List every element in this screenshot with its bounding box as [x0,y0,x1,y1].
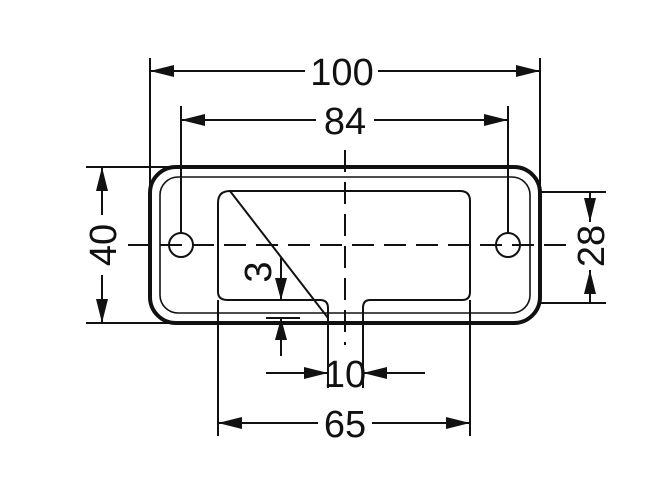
dimension-84: 84 [181,101,508,143]
dimension-100: 100 [150,52,540,94]
dimension-label-65: 65 [324,404,366,446]
dimension-label-84: 84 [324,101,366,143]
dimension-label-28: 28 [571,225,613,267]
dimension-65: 65 [218,404,470,446]
dimension-3: 3 [238,258,300,356]
dimension-label-100: 100 [310,52,373,94]
dimension-40: 40 [83,167,125,323]
dimension-10: 10 [266,354,425,396]
lens-window [217,189,471,321]
dimension-label-40: 40 [83,224,125,266]
center-lines [128,150,566,345]
dimension-label-10: 10 [324,354,366,396]
dimension-label-3: 3 [238,261,280,282]
extension-lines [86,58,606,436]
dimension-28: 28 [571,192,613,303]
